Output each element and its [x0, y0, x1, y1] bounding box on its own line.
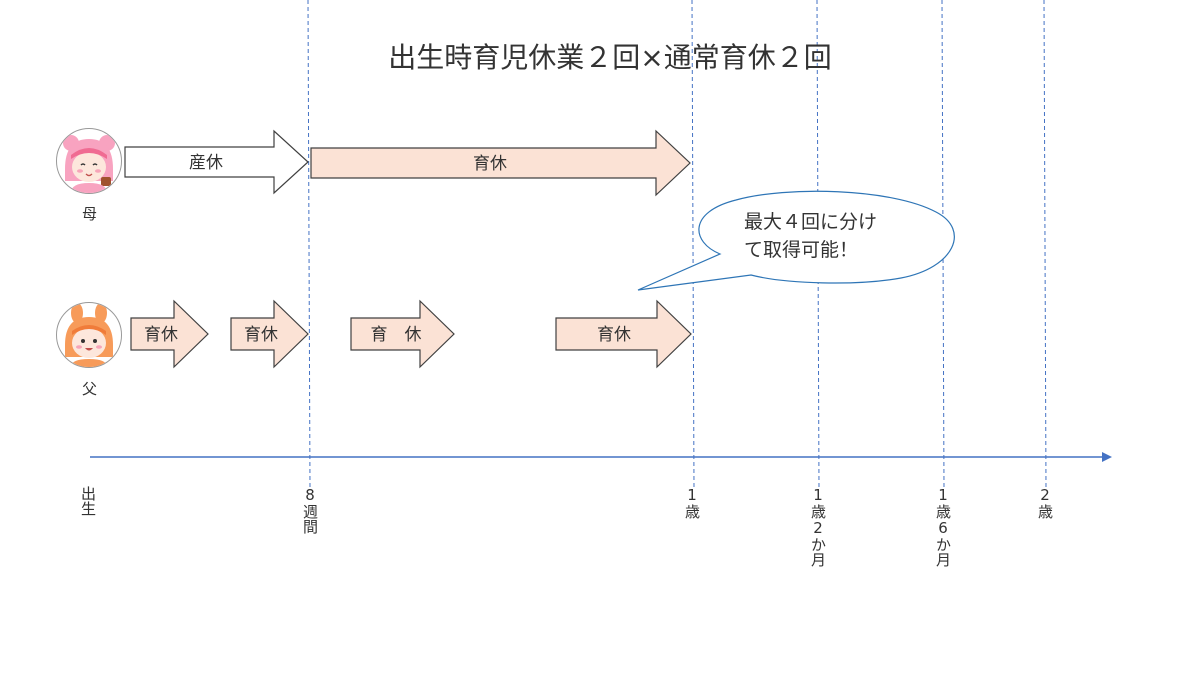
arrow-shape: [350, 299, 455, 369]
timeline-label-1-year: 1歳: [683, 486, 701, 519]
arrow-shape: [124, 129, 309, 195]
arrow-label: 育休: [144, 324, 178, 345]
guide-line-2-years: [1043, 0, 1047, 491]
father-leave-arrow-4: 育休: [555, 299, 693, 369]
timeline-label-2-years: 2歳: [1036, 486, 1054, 519]
arrow-shape: [230, 299, 309, 369]
arrow-label: 育休: [244, 324, 278, 345]
diagram-title: 出生時育児休業２回×通常育休２回: [388, 41, 832, 74]
timeline-label-8-weeks: 8週間: [301, 486, 319, 534]
arrow-shape: [130, 299, 209, 369]
father-avatar: [56, 302, 122, 368]
callout-bubble: 最大４回に分け て取得可能！: [636, 190, 956, 294]
father-label: 父: [82, 380, 98, 398]
timeline-label-1-year-2-months: 1歳2か月: [809, 486, 827, 567]
time-axis-arrowhead: [1102, 452, 1112, 462]
arrow-label: 育 休: [370, 324, 422, 345]
mother-character-icon: [63, 135, 115, 193]
father-leave-arrow-3: 育 休: [350, 299, 456, 369]
arrow-shape: [310, 129, 691, 197]
callout-text-line-1: 最大４回に分け: [744, 211, 878, 233]
timeline-label-1-year-6-months: 1歳6か月: [934, 486, 952, 567]
guide-line-8-weeks: [307, 0, 311, 491]
arrow-label: 産休: [189, 152, 223, 173]
arrow-shape: [555, 299, 692, 369]
mother-maternity-leave-arrow: 産休: [124, 129, 310, 195]
mother-avatar: [56, 128, 122, 194]
timeline-label-birth: 出生: [79, 486, 97, 516]
callout-shape: [637, 190, 955, 291]
arrow-label: 育休: [473, 153, 507, 174]
father-leave-arrow-2: 育休: [230, 299, 310, 369]
father-character-icon: [65, 303, 113, 367]
arrow-label: 育休: [597, 324, 631, 345]
callout-text-line-2: て取得可能！: [744, 239, 859, 261]
father-leave-arrow-1: 育休: [130, 299, 210, 369]
mother-label: 母: [82, 205, 98, 223]
guide-line-1-year: [691, 0, 695, 491]
mother-childcare-leave-arrow: 育休: [310, 129, 692, 197]
